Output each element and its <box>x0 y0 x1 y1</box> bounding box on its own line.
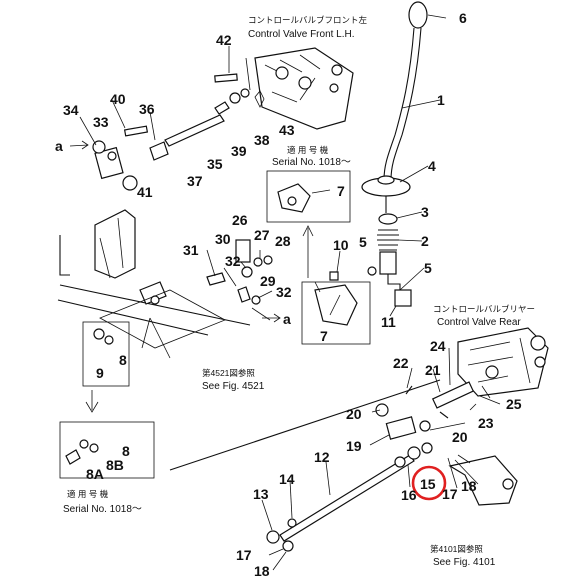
callout-14: 14 <box>279 471 295 487</box>
callout-8a: 8 <box>119 352 127 368</box>
callout-13: 13 <box>253 486 269 502</box>
callout-30: 30 <box>215 231 231 247</box>
callout-20a: 20 <box>346 406 362 422</box>
callout-1: 1 <box>437 92 445 108</box>
callout-17b: 17 <box>236 547 252 563</box>
callout-5b: 5 <box>424 260 432 276</box>
callout-4: 4 <box>428 158 436 174</box>
callout-36: 36 <box>139 101 155 117</box>
callout-7a: 7 <box>337 183 345 199</box>
callout-7b: 7 <box>320 328 328 344</box>
callout-37: 37 <box>187 173 203 189</box>
callout-40: 40 <box>110 91 126 107</box>
caption-rear-jp: コントロールバルブリヤー <box>433 304 535 314</box>
caption-fig4521-jp: 第4521図参照 <box>202 368 255 378</box>
callout-a-top: a <box>55 138 63 154</box>
callout-34: 34 <box>63 102 79 118</box>
callout-25: 25 <box>506 396 522 412</box>
callout-8b: 8 <box>122 443 130 459</box>
inset-serial-bottom <box>59 421 155 479</box>
callout-10: 10 <box>333 237 349 253</box>
caption-front-en: Control Valve Front L.H. <box>248 29 355 40</box>
callout-28: 28 <box>275 233 291 249</box>
callout-19: 19 <box>346 438 362 454</box>
callout-21: 21 <box>425 362 441 378</box>
caption-serial-bottom-jp: 適 用 号 機 <box>67 489 109 499</box>
inset-detail-8-9 <box>82 321 130 413</box>
highlight-circle <box>411 465 447 501</box>
callout-27: 27 <box>254 227 270 243</box>
callout-32a: 32 <box>225 253 241 269</box>
callout-9: 9 <box>96 365 104 381</box>
callout-31: 31 <box>183 242 199 258</box>
callout-5a: 5 <box>359 234 367 250</box>
callout-43: 43 <box>279 122 295 138</box>
caption-fig4521-en: See Fig. 4521 <box>202 381 265 392</box>
inset-detail-7 <box>301 225 371 345</box>
callout-41: 41 <box>137 184 153 200</box>
inset-serial-top <box>266 170 351 223</box>
callout-23: 23 <box>478 415 494 431</box>
callout-6: 6 <box>459 10 467 26</box>
leader-lines <box>79 14 501 571</box>
callout-18a: 18 <box>461 478 477 494</box>
lever-knob <box>408 1 428 29</box>
control-lever <box>361 1 428 317</box>
callout-12: 12 <box>314 449 330 465</box>
caption-rear-en: Control Valve Rear <box>437 317 521 328</box>
callout-38: 38 <box>254 132 270 148</box>
front-linkage <box>92 73 265 191</box>
callout-24: 24 <box>430 338 446 354</box>
callout-42: 42 <box>216 32 232 48</box>
arrow-a-middle <box>262 313 281 323</box>
caption-fig4101-jp: 第4101図参照 <box>430 544 483 554</box>
callout-29: 29 <box>260 273 276 289</box>
callout-16: 16 <box>401 487 417 503</box>
callout-15: 15 <box>420 476 436 492</box>
lever-nut <box>378 213 398 225</box>
floor-plate <box>99 289 226 349</box>
captions: コントロールバルブフロント左 Control Valve Front L.H. … <box>63 15 535 568</box>
callout-39: 39 <box>231 143 247 159</box>
callout-32b: 32 <box>276 284 292 300</box>
callout-11: 11 <box>381 314 396 330</box>
callout-3: 3 <box>421 204 429 220</box>
control-valve-rear <box>457 327 549 397</box>
callout-labels: 1 2 3 4 5 5 6 7 7 8 8 8A 8B 9 10 11 12 1… <box>55 10 522 577</box>
callout-17a: 17 <box>442 486 458 502</box>
control-valve-front <box>254 47 354 130</box>
callout-a-middle: a <box>283 311 291 327</box>
callout-8B: 8B <box>106 457 124 473</box>
callout-18b: 18 <box>254 563 270 577</box>
middle-bracket <box>206 239 377 326</box>
callout-33: 33 <box>93 114 109 130</box>
callout-20b: 20 <box>452 429 468 445</box>
caption-serial-top-en: Serial No. 1018～ <box>272 157 351 168</box>
rear-linkage <box>169 379 518 552</box>
callout-26: 26 <box>232 212 248 228</box>
callout-22: 22 <box>393 355 409 371</box>
callout-35: 35 <box>207 156 223 172</box>
arrow-a-top <box>69 140 89 150</box>
callout-8A: 8A <box>86 466 104 482</box>
caption-front-jp: コントロールバルブフロント左 <box>248 15 368 25</box>
caption-fig4101-en: See Fig. 4101 <box>433 557 496 568</box>
caption-serial-bottom-en: Serial No. 1018～ <box>63 504 142 515</box>
callout-2: 2 <box>421 233 429 249</box>
left-frame <box>57 209 251 359</box>
caption-serial-top-jp: 適 用 号 機 <box>287 145 329 155</box>
